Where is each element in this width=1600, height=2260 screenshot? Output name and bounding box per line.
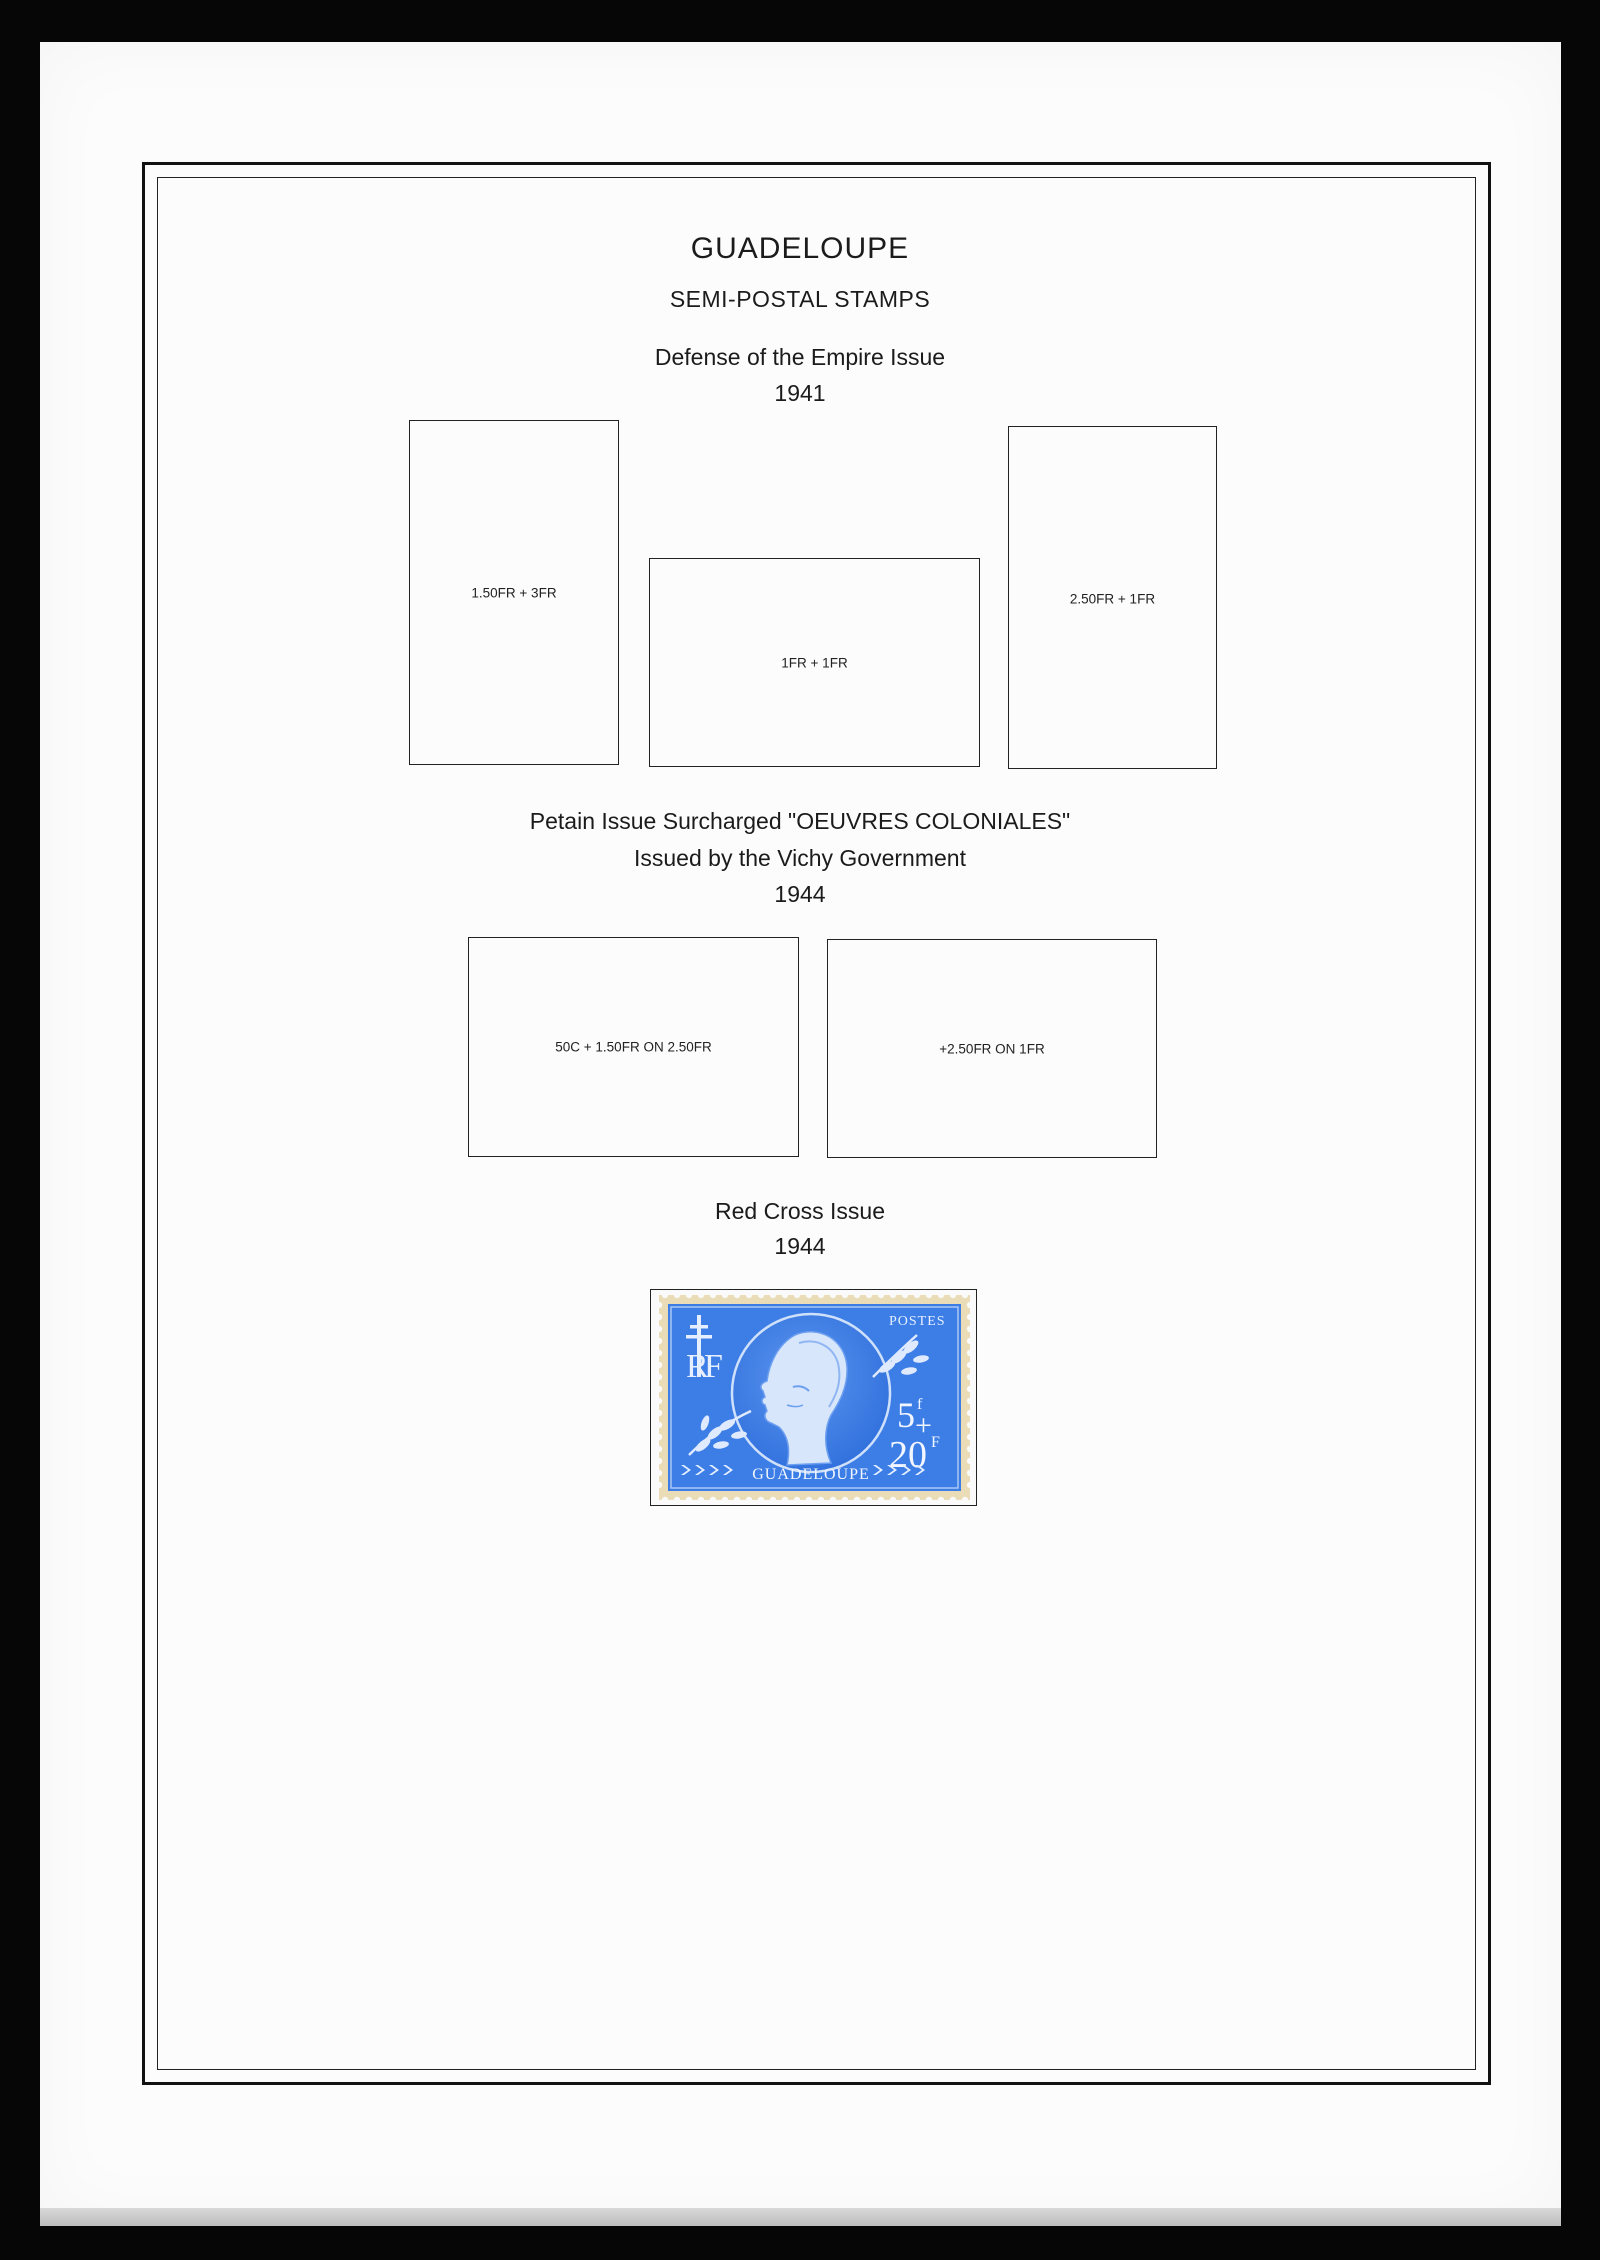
stamp-rf-right: F [704, 1348, 723, 1385]
stamp-space-label: 1.50FR + 3FR [471, 585, 557, 601]
page-subtitle: SEMI-POSTAL STAMPS [669, 286, 931, 312]
stamp-space-label: 1FR + 1FR [781, 655, 848, 670]
album-page [40, 42, 1561, 2222]
perforation-holes [659, 1295, 970, 1500]
laurel-branch-icon [688, 1334, 929, 1456]
lorraine-cross-icon [686, 1315, 712, 1377]
stamp-value-top-unit: f [917, 1396, 923, 1413]
stamp-mount-red-cross[interactable]: R F POSTES 5 f + 20 F [650, 1289, 977, 1506]
page-title: GUADELOUPE [690, 232, 910, 265]
stamp-space-petain-2[interactable]: +2.50FR ON 1FR [827, 939, 1157, 1158]
stamp-space-label: +2.50FR ON 1FR [939, 1041, 1045, 1056]
stamp-space-petain-1[interactable]: 50C + 1.50FR ON 2.50FR [468, 937, 799, 1157]
stamp-space-label: 50C + 1.50FR ON 2.50FR [555, 1039, 712, 1055]
section-title-petain: Petain Issue Surcharged "OEUVRES COLONIA… [529, 808, 1071, 834]
stamp-space-label: 2.50FR + 1FR [1069, 591, 1156, 607]
section-title-defense: Defense of the Empire Issue [654, 344, 946, 370]
stamp-country-text: GUADELOUPE [752, 1466, 870, 1483]
marianne-head-icon [760, 1331, 848, 1466]
red-cross-stamp-image: R F POSTES 5 f + 20 F [659, 1295, 970, 1500]
page-border-outer [142, 162, 1491, 2085]
stamp-value-top: 5 [897, 1395, 915, 1435]
section-subtitle-petain: Issued by the Vichy Government [634, 845, 966, 871]
stamp-rf-left: R [686, 1348, 709, 1385]
stamp-space-defense-1[interactable]: 1.50FR + 3FR [409, 420, 619, 765]
page-bottom-edge [40, 2208, 1561, 2226]
section-year-defense: 1941 [774, 380, 826, 406]
chevron-ornament-icon [681, 1465, 925, 1475]
section-year-red-cross: 1944 [774, 1233, 826, 1259]
stamp-space-defense-2[interactable]: 1FR + 1FR [649, 558, 980, 767]
section-title-red-cross: Red Cross Issue [714, 1198, 885, 1224]
stamp-space-defense-3[interactable]: 2.50FR + 1FR [1008, 426, 1217, 769]
stamp-postes-text: POSTES [889, 1314, 946, 1329]
section-year-petain: 1944 [774, 881, 826, 907]
page-border-inner [157, 177, 1476, 2070]
stamp-plus-sign: + [915, 1409, 932, 1442]
stamp-value-bottom-unit: F [931, 1434, 940, 1451]
